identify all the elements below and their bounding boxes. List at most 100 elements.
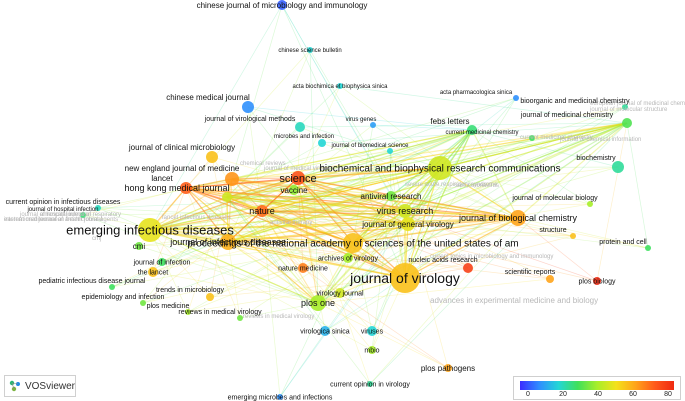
- citation-link: [261, 167, 441, 212]
- journal-node-coiv[interactable]: [367, 381, 373, 387]
- journal-node-jvirol[interactable]: [390, 263, 420, 293]
- journal-node-nature[interactable]: [256, 205, 268, 217]
- citation-link: [226, 196, 319, 304]
- journal-node-cmc[interactable]: [529, 135, 535, 141]
- citation-link: [226, 196, 304, 269]
- journal-node-antiviral[interactable]: [386, 191, 396, 201]
- journal-node-viruses[interactable]: [367, 326, 377, 336]
- citation-link: [352, 137, 533, 244]
- journal-node-jid[interactable]: [220, 234, 236, 250]
- journal-node-jhi[interactable]: [80, 212, 86, 218]
- journal-node-csb[interactable]: [307, 47, 313, 53]
- journal-node-vj[interactable]: [335, 288, 345, 298]
- citation-link: [261, 210, 519, 219]
- journal-node-scirep[interactable]: [546, 275, 554, 283]
- journal-node-eai[interactable]: [140, 300, 146, 306]
- journal-node-jvm[interactable]: [295, 122, 305, 132]
- citation-link: [185, 187, 228, 198]
- legend-tick: 0: [526, 391, 530, 398]
- journal-node-proteincell[interactable]: [645, 245, 651, 251]
- journal-node-bmcc[interactable]: [622, 104, 628, 110]
- journal-node-jinf[interactable]: [158, 258, 166, 266]
- journal-node-vg[interactable]: [370, 122, 376, 128]
- journal-label: structure: [539, 227, 566, 234]
- citation-link: [407, 223, 574, 237]
- journal-label: chinese medical journal: [166, 93, 250, 102]
- journal-node-mbio[interactable]: [368, 346, 376, 354]
- journal-node-ploso[interactable]: [310, 295, 326, 311]
- journal-node-aps[interactable]: [513, 95, 519, 101]
- journal-node-cjmi[interactable]: [277, 0, 287, 10]
- citation-link: [471, 129, 533, 139]
- citation-link: [226, 167, 441, 198]
- citation-link: [226, 196, 519, 219]
- citation-link: [226, 196, 649, 249]
- journal-node-lancet[interactable]: [180, 182, 192, 194]
- journal-node-rmv[interactable]: [237, 315, 243, 321]
- citation-link: [185, 156, 213, 189]
- journal-node-jbc[interactable]: [510, 210, 526, 226]
- journal-node-jcm[interactable]: [206, 151, 218, 163]
- journal-node-coid[interactable]: [95, 205, 101, 211]
- citation-link: [227, 210, 406, 243]
- journal-node-cmj[interactable]: [242, 101, 254, 113]
- citation-link: [161, 210, 263, 263]
- journal-node-bbrc[interactable]: [428, 156, 452, 180]
- journal-node-emi[interactable]: [277, 394, 283, 400]
- journal-node-virres[interactable]: [398, 204, 412, 218]
- citation-link: [439, 167, 591, 205]
- journal-node-eid[interactable]: [138, 218, 162, 242]
- journal-node-science[interactable]: [291, 171, 305, 185]
- journal-node-tim[interactable]: [206, 293, 214, 301]
- citation-link: [247, 106, 441, 169]
- citation-link: [339, 85, 628, 124]
- journal-node-vaccine[interactable]: [289, 185, 299, 195]
- journal-node-natmed[interactable]: [298, 263, 308, 273]
- journal-node-pidj[interactable]: [109, 284, 115, 290]
- citation-link: [227, 210, 406, 243]
- journal-node-lancetl[interactable]: [148, 267, 158, 277]
- citation-link: [389, 150, 392, 197]
- journal-label: current medicinal chemistry: [445, 130, 518, 136]
- citation-link: [261, 177, 299, 212]
- legend-tick: 40: [594, 391, 602, 398]
- journal-node-archvir[interactable]: [343, 253, 353, 263]
- journal-label: archives of virology: [318, 255, 378, 262]
- citation-link: [227, 106, 626, 243]
- citation-link: [261, 189, 295, 212]
- journal-node-ppath[interactable]: [444, 364, 452, 372]
- journal-node-hkmj[interactable]: [222, 192, 232, 202]
- journal-node-vs[interactable]: [320, 326, 330, 336]
- journal-node-plosmed[interactable]: [185, 309, 191, 315]
- journal-node-jmc[interactable]: [622, 118, 632, 128]
- journal-node-biochem[interactable]: [612, 161, 624, 173]
- citation-link: [407, 97, 517, 225]
- citation-link: [517, 122, 628, 219]
- citation-link: [352, 210, 406, 244]
- citation-link: [352, 210, 406, 244]
- citation-link: [239, 302, 319, 319]
- journal-node-febs[interactable]: [467, 125, 477, 135]
- journal-label: plos pathogens: [421, 364, 475, 373]
- journal-node-nar[interactable]: [463, 263, 473, 273]
- journal-node-mi[interactable]: [318, 139, 326, 147]
- journal-node-jbs[interactable]: [387, 148, 393, 154]
- citation-link: [185, 122, 628, 189]
- citation-link: [149, 217, 519, 231]
- journal-label: plos one: [301, 298, 335, 308]
- journal-node-abbs[interactable]: [337, 83, 343, 89]
- journal-node-cmi[interactable]: [135, 242, 143, 250]
- journal-node-jgv[interactable]: [401, 217, 415, 231]
- citation-link: [185, 187, 392, 197]
- journal-node-jmb[interactable]: [587, 201, 593, 207]
- journal-node-structure[interactable]: [570, 233, 576, 239]
- citation-link: [293, 167, 441, 191]
- vosviewer-logo-icon: [9, 380, 20, 392]
- journal-node-nejm[interactable]: [225, 172, 239, 186]
- journal-node-pnas[interactable]: [343, 233, 363, 253]
- citation-link: [227, 178, 233, 243]
- journal-node-ploscb[interactable]: [593, 277, 601, 285]
- citation-link: [389, 150, 406, 279]
- journal-label: cmi: [133, 242, 146, 251]
